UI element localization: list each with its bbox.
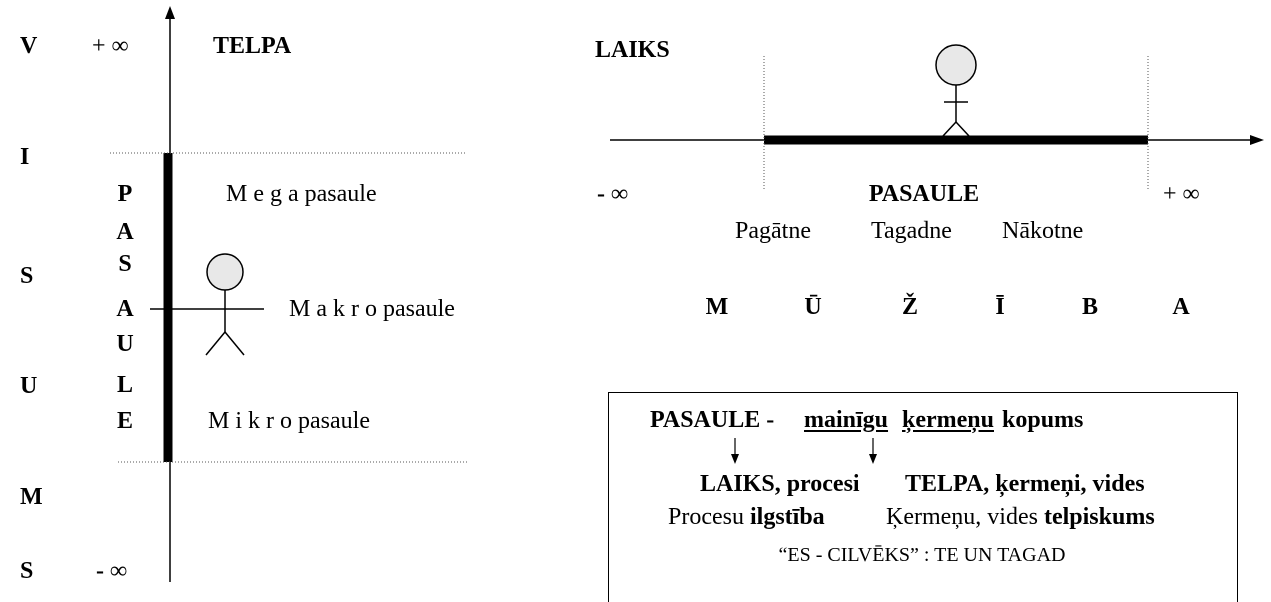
telpa-title: TELPA [213,33,292,59]
minus-infinity-label: - ∞ [597,181,629,207]
laiks-title: LAIKS [595,37,670,63]
pasaule-letter: L [116,372,134,398]
box-line1-space: TELPA, ķermeņi, vides [905,471,1145,497]
muziba-letter: Ū [804,294,822,320]
muziba-letter: M [705,294,729,320]
box-word-kermenu: ķermeņu [902,407,994,433]
box-line3: “ES - CILVĒKS” : TE UN TAGAD [778,544,1066,566]
muziba-letter: A [1172,294,1190,320]
person-figure-left [150,253,264,356]
pasaule-label: PASAULE [868,181,980,207]
box-word-kopums: kopums [1002,407,1084,433]
tense-label: Nākotne [1002,218,1084,244]
pasaule-letter: A [116,219,134,245]
visums-letter: S [20,558,34,584]
visums-letter: M [20,484,43,510]
visums-letter: U [20,373,38,399]
makro-world-label: M a k r o pasaule [289,296,455,322]
pasaule-letter: S [118,251,132,277]
minus-infinity-label: - ∞ [96,558,128,584]
person-figure-right [935,44,977,137]
visums-letter: S [20,263,34,289]
box-word-mainigu: mainīgu [804,407,889,433]
pasaule-letter: A [116,296,134,322]
tense-label: Tagadne [871,218,952,244]
visums-letter: V [20,33,38,59]
time-axis-arrow [1250,135,1264,145]
arrow-kermenu-head [869,454,877,464]
definition-box [608,392,1238,602]
box-line2-time-text: Procesu [668,504,750,530]
box-heading-prefix: PASAULE - [650,407,775,433]
box-line1-time: LAIKS, procesi [700,471,860,497]
box-line2-time-bold: ilgstība [749,504,825,530]
arrow-mainigu-head [731,454,739,464]
tense-label: Pagātne [735,218,811,244]
plus-infinity-label: + ∞ [92,33,129,59]
pasaule-letter: U [116,331,134,357]
muziba-letter: Ī [995,294,1005,320]
mega-world-label: M e g a pasaule [226,181,377,207]
box-line2-space-text: Ķermeņu, vides [886,504,1044,530]
box-line2-space: Ķermeņu, vides telpiskums [886,505,1155,529]
visums-letter: I [20,144,30,170]
muziba-letter: Ž [901,294,919,320]
space-axis-arrow [165,6,175,19]
box-line2-time: Procesu ilgstība [668,505,825,529]
pasaule-letter: E [116,408,134,434]
muziba-letter: B [1081,294,1099,320]
box-line2-space-bold: telpiskums [1043,504,1155,530]
plus-infinity-label: + ∞ [1163,181,1200,207]
pasaule-letter: P [117,181,133,207]
mikro-world-label: M i k r o pasaule [208,408,370,434]
